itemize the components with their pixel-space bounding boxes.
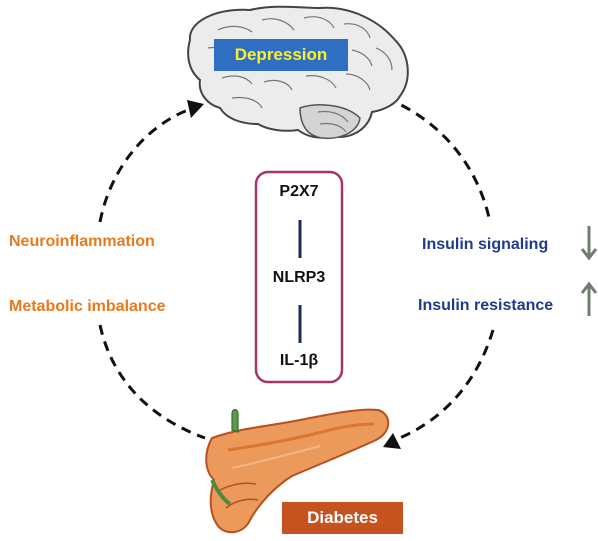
pancreas-illustration <box>205 408 390 534</box>
pathway-box <box>254 170 344 384</box>
left-label-neuroinflammation: Neuroinflammation <box>9 233 155 250</box>
arrow-down-icon <box>580 226 598 261</box>
brain-illustration <box>187 5 409 140</box>
arc-top-right <box>385 96 492 223</box>
left-label-metabolic-imbalance: Metabolic imbalance <box>9 298 166 315</box>
arrowhead-to-diabetes <box>383 433 401 449</box>
pathway-item-nlrp3: NLRP3 <box>272 269 326 286</box>
pathway-item-p2x7: P2X7 <box>279 183 319 200</box>
arc-top-left <box>98 106 194 223</box>
arc-bottom-right <box>394 329 495 442</box>
arc-bottom-left <box>98 324 206 440</box>
right-label-insulin-resistance: Insulin resistance <box>418 297 554 314</box>
arrow-up-icon <box>580 281 598 316</box>
arrowhead-to-depression <box>187 100 204 118</box>
cycle-arrows <box>98 96 495 442</box>
pathway-item-il1b: IL-1β <box>279 352 319 369</box>
depression-label: Depression <box>214 39 348 71</box>
right-label-insulin-signaling: Insulin signaling <box>422 236 549 253</box>
diabetes-label: Diabetes <box>282 502 403 534</box>
